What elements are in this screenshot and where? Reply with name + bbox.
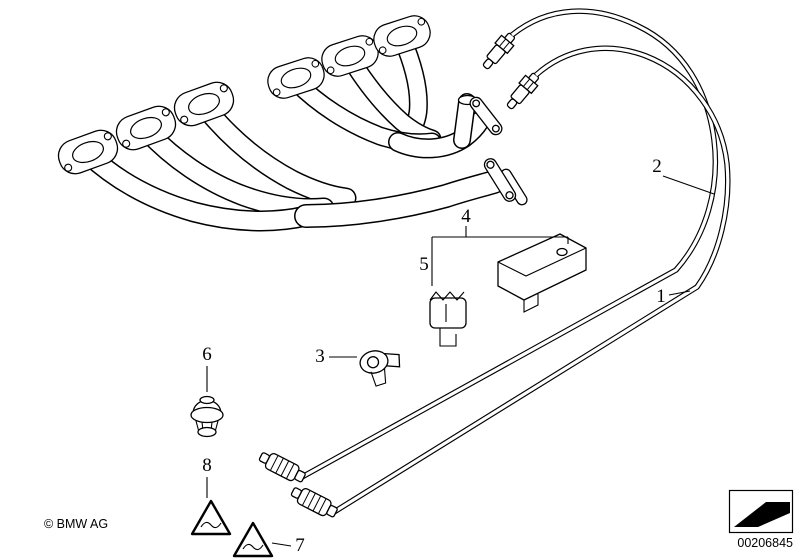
cable-clamp-part — [359, 350, 401, 387]
callout-1[interactable]: 1 — [656, 286, 666, 307]
callout-2[interactable]: 2 — [652, 156, 662, 177]
document-number: 00206845 — [737, 536, 793, 550]
callout-5[interactable]: 5 — [419, 254, 429, 275]
callout-7[interactable]: 7 — [295, 535, 305, 556]
oxygen-sensor-cable-2 — [332, 45, 731, 515]
oxygen-sensor-cable-1 — [300, 8, 719, 480]
callout-3[interactable]: 3 — [315, 346, 325, 367]
holder-bracket-part — [497, 233, 587, 313]
copyright-text: © BMW AG — [44, 517, 108, 531]
retaining-clip-part — [429, 291, 467, 347]
oxygen-sensor-1 — [478, 29, 519, 74]
callout-6[interactable]: 6 — [202, 344, 212, 365]
callout-8[interactable]: 8 — [202, 455, 212, 476]
leader-4 — [431, 226, 569, 286]
oxygen-sensor-2 — [502, 69, 543, 114]
triangle-clip-part-8 — [190, 499, 232, 536]
leader-1 — [668, 290, 691, 296]
cable-connector-2 — [288, 482, 341, 522]
leader-lines — [206, 175, 715, 547]
leader-2 — [662, 175, 715, 195]
cable-connector-1 — [256, 447, 309, 487]
front-runner-pipes — [77, 95, 506, 232]
exhaust-manifold — [53, 11, 528, 232]
brand-mark — [734, 502, 790, 527]
callout-4[interactable]: 4 — [461, 206, 471, 227]
rubber-grommet-part — [190, 395, 224, 438]
brand-mark-box — [728, 489, 794, 534]
rear-runner-pipes — [286, 28, 490, 159]
leader-7 — [271, 542, 292, 547]
triangle-clip-part-7 — [232, 521, 274, 558]
downpipe-flanges — [469, 96, 528, 206]
